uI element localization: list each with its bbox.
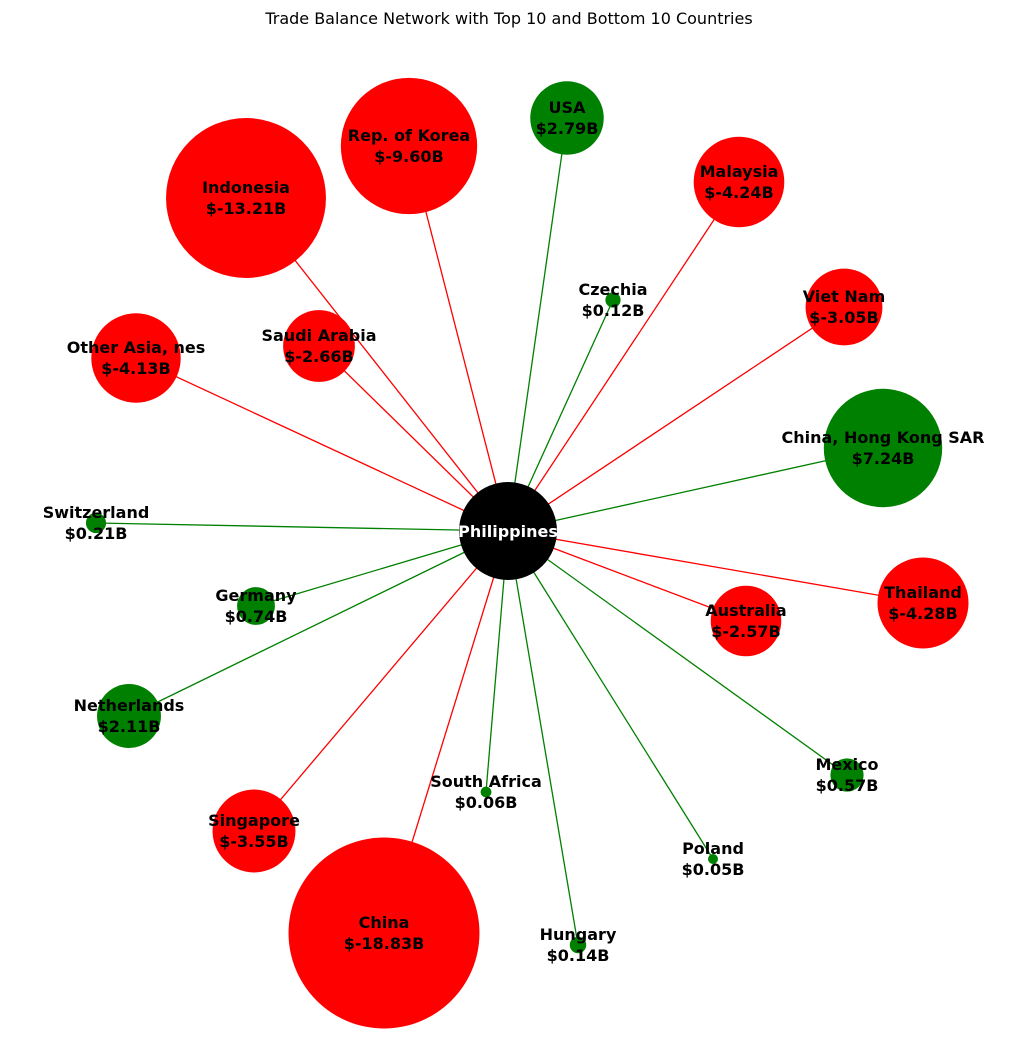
edge-hongkong [507,447,884,532]
node-value-malaysia: $-4.24B [704,183,773,202]
edge-thailand [507,530,924,604]
node-circle-vietnam[interactable] [805,268,883,346]
edge-poland [507,530,714,860]
node-name-poland: Poland [682,839,744,858]
node-value-switzerland: $0.21B [65,524,128,543]
node-name-czechia: Czechia [578,280,647,299]
node-switzerland[interactable]: Switzerland $0.21B [43,503,150,543]
node-mexico[interactable]: Mexico $0.57B [815,755,878,795]
node-circle-singapore[interactable] [212,789,296,873]
node-value-mexico: $0.57B [816,776,879,795]
node-indonesia[interactable]: Indonesia $-13.21B [166,118,326,278]
node-value-china: $-18.83B [344,934,425,953]
node-southafrica[interactable]: South Africa $0.06B [430,772,542,812]
node-thailand[interactable]: Thailand $-4.28B [877,557,969,649]
node-name-saudi: Saudi Arabia [261,326,376,345]
node-name-switzerland: Switzerland [43,503,150,522]
edge-hungary [507,530,579,946]
node-circle-otherasia[interactable] [91,313,181,403]
node-saudi[interactable]: Saudi Arabia $-2.66B [261,310,377,382]
node-circle-malaysia[interactable] [693,136,785,228]
hub-node[interactable] [459,482,557,580]
node-value-thailand: $-4.28B [888,604,957,623]
node-name-hungary: Hungary [540,925,617,944]
node-value-hungary: $0.14B [547,946,610,965]
node-korea[interactable]: Rep. of Korea $-9.60B [340,77,478,215]
diagram-title: Trade Balance Network with Top 10 and Bo… [264,9,752,28]
nodes-layer: Indonesia $-13.21B Rep. of Korea $-9.60B USA… [43,77,985,1029]
node-hongkong[interactable]: China, Hong Kong SAR $7.24B [782,388,985,508]
node-circle-australia[interactable] [710,585,782,657]
node-value-czechia: $0.12B [582,301,645,320]
node-value-hongkong: $7.24B [852,449,915,468]
node-circle-hungary[interactable] [569,936,587,954]
node-name-germany: Germany [215,586,297,605]
edge-singapore [253,530,509,832]
node-value-saudi: $-2.66B [284,347,353,366]
node-hungary[interactable]: Hungary $0.14B [540,925,617,965]
node-value-netherlands: $2.11B [98,717,161,736]
node-value-indonesia: $-13.21B [206,199,287,218]
node-value-australia: $-2.57B [711,622,780,641]
node-circle-hongkong[interactable] [823,388,943,508]
node-name-australia: Australia [705,601,786,620]
node-name-korea: Rep. of Korea [348,126,470,145]
node-name-china: China [359,913,410,932]
node-circle-czechia[interactable] [605,292,621,308]
node-value-germany: $0.74B [225,607,288,626]
node-circle-usa[interactable] [530,81,604,155]
node-circle-poland[interactable] [708,854,718,864]
node-circle-indonesia[interactable] [166,118,326,278]
node-value-otherasia: $-4.13B [101,359,170,378]
node-name-singapore: Singapore [208,811,300,830]
node-circle-netherlands[interactable] [97,684,161,748]
node-usa[interactable]: USA $2.79B [530,81,604,155]
node-circle-mexico[interactable] [830,758,864,792]
node-name-hongkong: China, Hong Kong SAR [782,428,985,447]
node-value-usa: $2.79B [536,119,599,138]
node-value-southafrica: $0.06B [455,793,518,812]
edge-malaysia [507,181,740,532]
node-malaysia[interactable]: Malaysia $-4.24B [693,136,785,228]
node-circle-germany[interactable] [237,587,275,625]
node-vietnam[interactable]: Viet Nam $-3.05B [803,268,886,346]
node-circle-switzerland[interactable] [85,512,107,534]
edge-otherasia [135,357,509,532]
hub-layer: Philippines [458,482,558,580]
node-circle-korea[interactable] [340,77,478,215]
node-name-otherasia: Other Asia, nes [67,338,206,357]
node-netherlands[interactable]: Netherlands $2.11B [74,684,185,748]
node-czechia[interactable]: Czechia $0.12B [578,280,647,320]
node-circle-thailand[interactable] [877,557,969,649]
node-value-singapore: $-3.55B [219,832,288,851]
node-circle-china[interactable] [288,837,480,1029]
node-name-mexico: Mexico [815,755,878,774]
edge-vietnam [507,306,845,532]
edge-mexico [507,530,848,776]
node-singapore[interactable]: Singapore $-3.55B [208,789,300,873]
node-value-vietnam: $-3.05B [809,308,878,327]
edge-netherlands [128,530,509,717]
edge-usa [507,117,568,532]
node-name-usa: USA [549,98,587,117]
node-name-indonesia: Indonesia [202,178,290,197]
node-name-southafrica: South Africa [430,772,542,791]
node-name-thailand: Thailand [884,583,962,602]
node-otherasia[interactable]: Other Asia, nes $-4.13B [67,313,206,403]
node-name-vietnam: Viet Nam [803,287,886,306]
node-china[interactable]: China $-18.83B [288,837,480,1029]
node-poland[interactable]: Poland $0.05B [682,839,745,879]
node-value-korea: $-9.60B [374,147,443,166]
node-name-netherlands: Netherlands [74,696,185,715]
node-germany[interactable]: Germany $0.74B [215,586,297,626]
edge-switzerland [95,522,509,532]
node-australia[interactable]: Australia $-2.57B [705,585,787,657]
node-name-malaysia: Malaysia [700,162,779,181]
node-circle-saudi[interactable] [283,310,355,382]
hub-label: Philippines [458,522,558,541]
node-value-poland: $0.05B [682,860,745,879]
node-circle-southafrica[interactable] [480,786,492,798]
